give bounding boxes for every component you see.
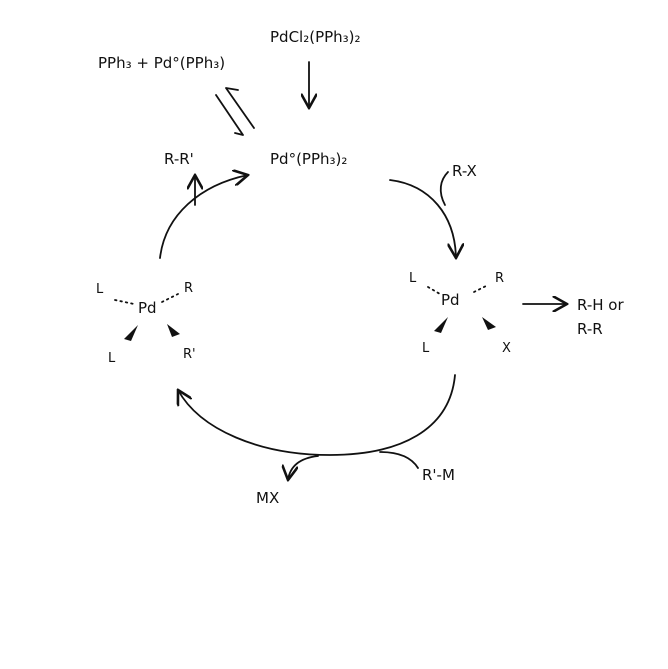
dashed-bond	[473, 284, 489, 293]
dashed-bond	[114, 299, 135, 305]
rx-label: R-X	[452, 162, 477, 180]
equilibrium-arrow-reverse	[225, 87, 255, 129]
mx-release-arrow	[288, 455, 319, 480]
right-ligand-l-bottom: L	[422, 341, 430, 356]
rm-label: R'-M	[422, 466, 455, 484]
right-pd-complex: Pd L R L X	[409, 271, 511, 356]
mx-label: MX	[256, 489, 279, 507]
left-ligand-l-top: L	[96, 282, 104, 297]
right-ligand-x: X	[502, 341, 511, 356]
product-label: R-R'	[164, 150, 194, 168]
side-product-1: R-H or	[577, 296, 624, 314]
rm-entry-line	[379, 451, 419, 469]
dashed-bond	[161, 293, 179, 303]
left-ligand-r: R	[184, 281, 193, 296]
left-ligand-l-bottom: L	[108, 351, 116, 366]
left-pd-label: Pd	[138, 299, 157, 317]
right-ligand-r: R	[495, 271, 504, 286]
left-ligand-r-prime: R'	[183, 347, 196, 362]
oxidative-addition-arc	[389, 179, 456, 258]
rx-entry-line	[439, 171, 449, 206]
catalyst-label: Pd°(PPh₃)₂	[270, 150, 347, 168]
wedge-bond	[434, 317, 448, 333]
wedge-bond	[124, 325, 138, 341]
reductive-elimination-arc	[159, 175, 248, 259]
right-ligand-l-top: L	[409, 271, 417, 286]
wedge-bond	[482, 317, 496, 330]
left-pd-complex: Pd L R L R'	[96, 281, 196, 366]
side-product-2: R-R	[577, 320, 603, 338]
precatalyst-label: PdCl₂(PPh₃)₂	[270, 28, 361, 46]
wedge-bond	[167, 324, 180, 337]
transmetalation-arc	[178, 374, 456, 456]
equilibrium-arrow-forward	[215, 94, 244, 136]
dashed-bond	[427, 286, 441, 295]
right-pd-label: Pd	[441, 291, 460, 309]
equilibrium-species-label: PPh₃ + Pd°(PPh₃)	[98, 54, 225, 72]
